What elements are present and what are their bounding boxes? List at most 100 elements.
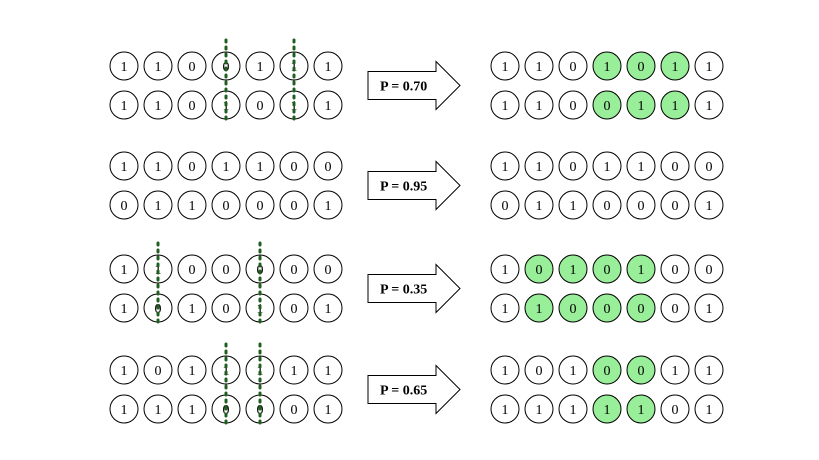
offspring-bit-swapped: 0 <box>558 293 588 323</box>
bit-circle <box>143 394 173 424</box>
parent-bit: 1 <box>279 355 309 385</box>
bit-value: 1 <box>706 364 713 379</box>
offspring-bit-swapped: 0 <box>592 293 622 323</box>
parent-bit: 1 <box>109 355 139 385</box>
bit-value: 0 <box>121 199 128 214</box>
bit-value: 1 <box>502 403 509 418</box>
bit-circle <box>524 51 554 81</box>
bit-circle <box>177 51 207 81</box>
bit-value: 0 <box>638 302 645 317</box>
bit-circle <box>490 394 520 424</box>
bit-value: 0 <box>638 364 645 379</box>
parent-bit: 0 <box>109 190 139 220</box>
bit-circle <box>490 151 520 181</box>
bit-circle <box>211 293 241 323</box>
bit-value: 1 <box>325 60 332 75</box>
bit-value: 0 <box>189 160 196 175</box>
bit-circle <box>660 190 690 220</box>
bit-circle <box>694 394 724 424</box>
bit-circle <box>245 51 275 81</box>
parent-bit: 0 <box>211 190 241 220</box>
offspring-bit-swapped: 1 <box>626 254 656 284</box>
bit-circle <box>694 293 724 323</box>
parent-bit: 0 <box>313 254 343 284</box>
bit-value: 1 <box>121 364 128 379</box>
bit-value: 1 <box>706 403 713 418</box>
example-rows: 11001111101011P = 0.70110101111001111101… <box>109 38 724 425</box>
bit-value: 1 <box>325 403 332 418</box>
bit-value: 0 <box>672 160 679 175</box>
bit-circle <box>694 51 724 81</box>
bit-circle <box>694 151 724 181</box>
bit-value: 1 <box>325 99 332 114</box>
bit-circle <box>143 151 173 181</box>
bit-value: 1 <box>189 302 196 317</box>
bit-circle <box>660 151 690 181</box>
bit-circle <box>592 394 622 424</box>
offspring-bit: 1 <box>524 190 554 220</box>
bit-value: 1 <box>536 199 543 214</box>
arrow-icon <box>367 60 461 111</box>
bit-value: 1 <box>536 403 543 418</box>
parent-bit: 0 <box>279 394 309 424</box>
bit-circle <box>660 394 690 424</box>
bit-value: 0 <box>223 263 230 278</box>
bit-circle <box>313 355 343 385</box>
bit-value: 0 <box>672 263 679 278</box>
offspring-bit-swapped: 1 <box>626 90 656 120</box>
bit-value: 1 <box>604 403 611 418</box>
bit-value: 0 <box>536 263 543 278</box>
offspring-bit: 1 <box>524 51 554 81</box>
bit-circle <box>558 293 588 323</box>
bit-circle <box>109 293 139 323</box>
offspring-bit: 0 <box>660 190 690 220</box>
offspring-bit-swapped: 0 <box>524 254 554 284</box>
offspring-bit: 1 <box>490 394 520 424</box>
offspring-bit: 0 <box>558 151 588 181</box>
bit-circle <box>109 190 139 220</box>
bit-circle <box>279 151 309 181</box>
bit-circle <box>626 355 656 385</box>
offspring-bit: 1 <box>626 151 656 181</box>
bit-circle <box>558 394 588 424</box>
probability-label: P = 0.35 <box>380 283 427 298</box>
offspring-bit: 0 <box>558 51 588 81</box>
offspring-bit: 1 <box>524 90 554 120</box>
bit-circle <box>211 151 241 181</box>
bit-circle <box>177 151 207 181</box>
parent-row: 1100000 <box>109 254 343 284</box>
bit-value: 0 <box>604 302 611 317</box>
bit-circle <box>177 190 207 220</box>
bit-circle <box>279 254 309 284</box>
bit-value: 1 <box>536 302 543 317</box>
bit-circle <box>177 355 207 385</box>
bit-circle <box>524 394 554 424</box>
bit-value: 0 <box>223 199 230 214</box>
bit-value: 1 <box>604 60 611 75</box>
bit-value: 1 <box>257 60 264 75</box>
parent-bit: 0 <box>279 151 309 181</box>
offspring-bit: 1 <box>558 355 588 385</box>
bit-value: 0 <box>291 302 298 317</box>
offspring-bit: 0 <box>660 394 690 424</box>
bit-value: 1 <box>189 403 196 418</box>
parent-bit: 1 <box>109 254 139 284</box>
bit-value: 1 <box>570 403 577 418</box>
bit-value: 0 <box>604 199 611 214</box>
offspring-bit-swapped: 0 <box>592 254 622 284</box>
parent-bit: 0 <box>177 51 207 81</box>
bit-circle <box>313 254 343 284</box>
bit-circle <box>558 51 588 81</box>
bit-circle <box>313 293 343 323</box>
bit-circle <box>245 90 275 120</box>
bit-circle <box>524 151 554 181</box>
offspring-bit: 1 <box>592 151 622 181</box>
bit-value: 1 <box>672 364 679 379</box>
